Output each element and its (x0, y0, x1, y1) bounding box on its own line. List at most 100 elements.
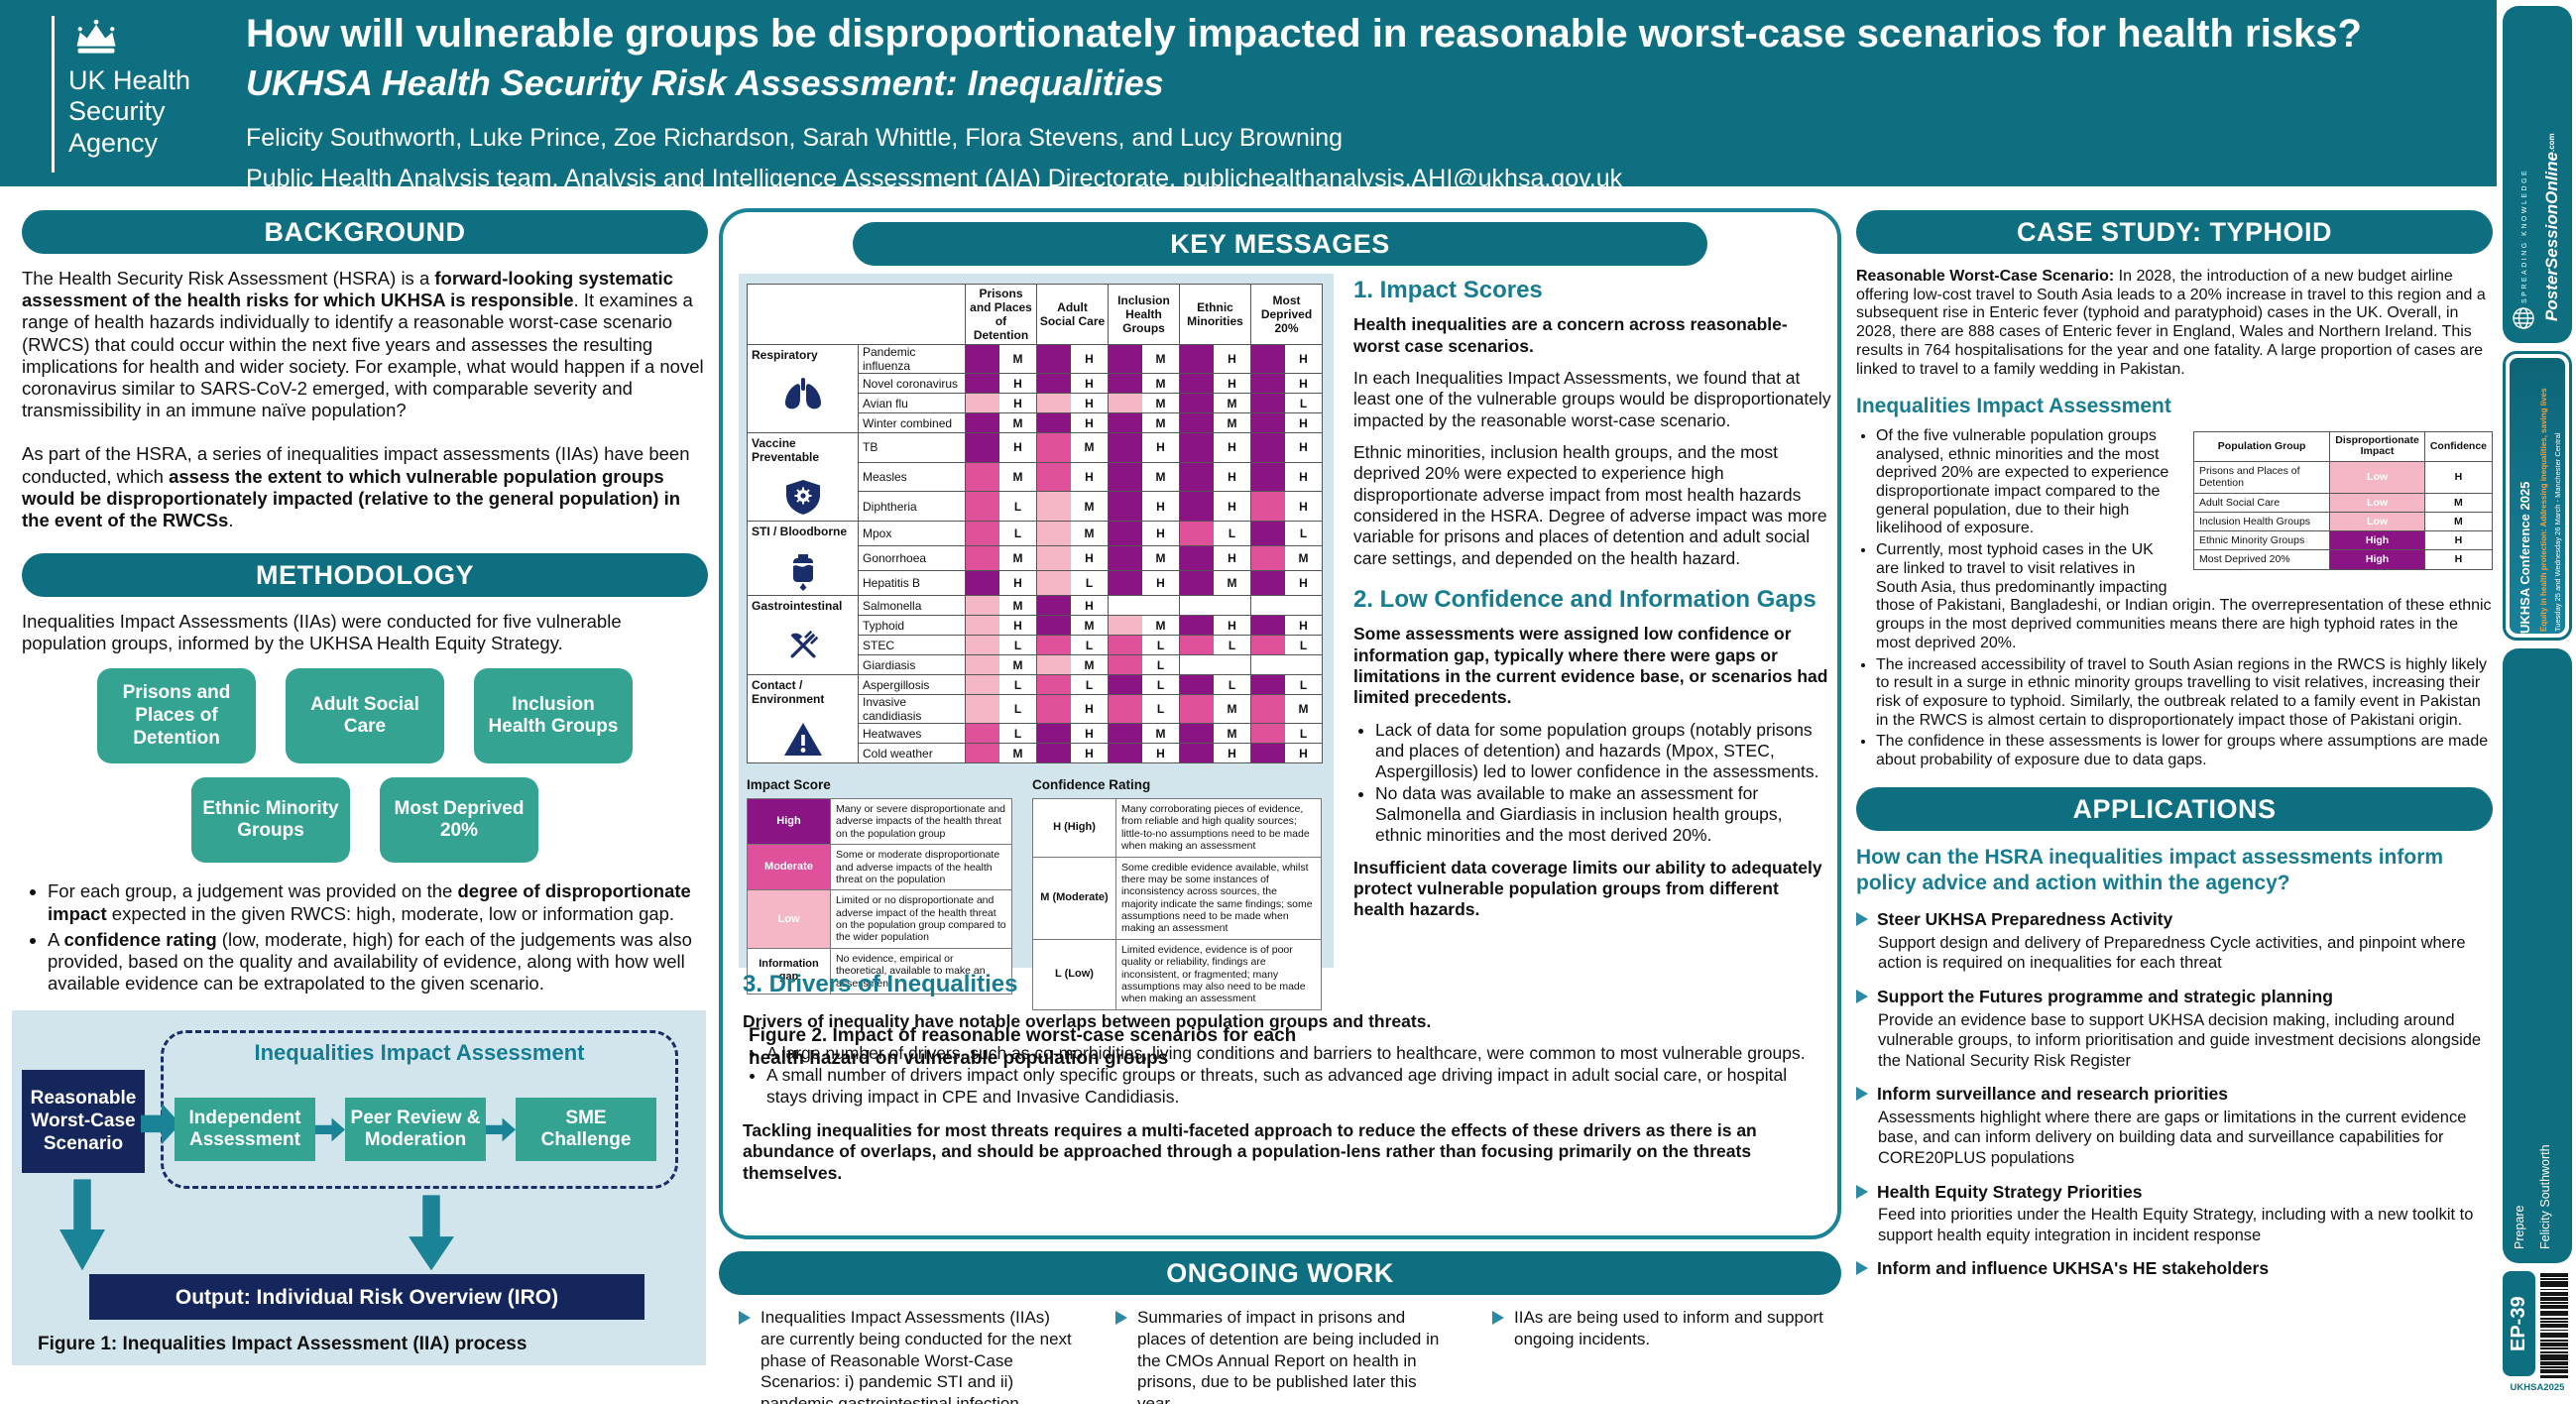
confidence-letter: H (1299, 352, 1308, 366)
impact-swatch (1180, 522, 1214, 546)
impact-swatch (1109, 744, 1142, 763)
impact-swatch (966, 695, 999, 724)
application-item-title: Health Equity Strategy Priorities (1877, 1181, 2143, 1202)
shield-virus-icon (785, 480, 820, 516)
confidence-letter: H (1156, 499, 1165, 514)
confidence-letter: M (1012, 551, 1023, 566)
confidence-letter: H (1228, 618, 1236, 633)
ongoing-item: IIAs are being used to inform and suppor… (1492, 1307, 1831, 1404)
impact-swatch (1037, 675, 1071, 695)
impact-swatch (966, 492, 999, 522)
barcode-bar (2540, 1297, 2568, 1301)
impact-swatch (1180, 724, 1214, 744)
matrix-cell-inner: H (1109, 744, 1179, 763)
matrix-cell: H (1179, 461, 1251, 493)
confidence-letter: H (1299, 470, 1308, 484)
confidence-letter: H (1013, 576, 1022, 591)
confidence-letter: H (1228, 470, 1236, 484)
matrix-cell: M (1036, 654, 1109, 676)
chevron-bullet-icon (1856, 1261, 1868, 1276)
impact-swatch (1251, 636, 1285, 655)
confidence-letter: L (1156, 638, 1165, 652)
matrix-column-header: Most Deprived 20% (1250, 284, 1323, 345)
matrix-column-header: Ethnic Minorities (1179, 284, 1251, 345)
postersession-wordmark: PosterSessionOnline (2542, 152, 2561, 321)
barcode-bar (2540, 1317, 2568, 1320)
application-item-title: Steer UKHSA Preparedness Activity (1877, 909, 2173, 930)
impact-swatch (1180, 695, 1214, 724)
confidence-letter: M (1155, 470, 1166, 484)
confidence-letter: M (1155, 352, 1166, 366)
case-table-group: Prisons and Places of Detention (2192, 460, 2331, 494)
presenter-name: Felicity Southworth (2538, 1144, 2552, 1249)
impact-swatch (1037, 413, 1071, 432)
case-study-bullet: The confidence in these assessments is l… (1876, 733, 2493, 769)
matrix-cell: H (1250, 570, 1323, 597)
confidence-letter: H (1085, 702, 1094, 717)
matrix-cell: H (1108, 521, 1180, 547)
impact-swatch (1037, 462, 1071, 492)
confidence-legend-label: M (Moderate) (1032, 856, 1116, 940)
matrix-cell-inner: H (966, 374, 1036, 393)
impact-swatch (1109, 596, 1142, 616)
matrix-cell: M (965, 743, 1037, 764)
hazard-label: Giardiasis (858, 654, 966, 676)
barcode-bar (2540, 1339, 2568, 1342)
confidence-letter: M (1155, 551, 1166, 566)
confidence-letter: M (1012, 657, 1023, 672)
matrix-cell-inner: M (966, 655, 1036, 675)
impact-swatch (966, 655, 999, 675)
matrix-cell: H (1250, 461, 1323, 493)
ongoing-item-text: Inequalities Impact Assessments (IIAs) a… (761, 1308, 1072, 1404)
matrix-cell: H (1036, 694, 1109, 725)
matrix-cell-inner: M (1109, 616, 1179, 636)
confidence-legend-row: H (High)Many corroborating pieces of evi… (1032, 798, 1322, 858)
matrix-cell: M (1179, 694, 1251, 725)
confidence-letter: L (1013, 638, 1022, 652)
impact-swatch (1180, 744, 1214, 763)
down-arrow-icon (409, 1195, 454, 1271)
confidence-legend-row: M (Moderate)Some credible evidence avail… (1032, 856, 1322, 940)
matrix-column-header: Inclusion Health Groups (1108, 284, 1180, 345)
matrix-cell-inner: M (966, 462, 1036, 492)
application-item-title-row: Health Equity Strategy Priorities (1856, 1182, 2493, 1202)
confidence-letter: H (1013, 376, 1022, 391)
impact-swatch (1109, 636, 1142, 655)
chevron-bullet-icon (739, 1311, 751, 1325)
barcode-bar (2540, 1343, 2568, 1346)
confidence-letter: M (1012, 415, 1023, 430)
hazard-label: TB (858, 432, 966, 463)
confidence-letter: L (1013, 726, 1022, 741)
impact-swatch (1037, 394, 1071, 412)
matrix-cell-inner: H (966, 571, 1036, 596)
matrix-cell-inner: M (1037, 433, 1108, 462)
matrix-cell-inner: H (1251, 616, 1322, 636)
matrix-cell: M (965, 654, 1037, 676)
confidence-letter: H (1228, 551, 1236, 566)
matrix-cell-inner: H (1037, 394, 1108, 412)
impact-swatch (1037, 695, 1071, 724)
impact-swatch (1251, 675, 1285, 695)
matrix-cell-inner: M (966, 596, 1036, 616)
ongoing-item: Summaries of impact in prisons and place… (1115, 1307, 1455, 1404)
matrix-cell-inner: M (1180, 394, 1250, 412)
population-group-box: Prisons and Places of Detention (97, 668, 256, 764)
application-item-title-row: Inform and influence UKHSA's HE stakehol… (1856, 1258, 2493, 1278)
matrix-cell: L (1036, 635, 1109, 656)
matrix-cell-inner: L (1109, 675, 1179, 695)
right-arrow-icon (486, 1117, 516, 1142)
impact-swatch (1251, 394, 1285, 412)
impact-swatch (1180, 546, 1214, 571)
matrix-cell (1250, 595, 1323, 617)
matrix-cell-inner: L (1037, 636, 1108, 655)
case-table-group: Ethnic Minority Groups (2192, 530, 2331, 551)
confidence-letter: H (1085, 726, 1094, 741)
matrix-cell: M (965, 412, 1037, 433)
category-cell: Respiratory (747, 344, 859, 433)
impact-swatch (1180, 394, 1214, 412)
